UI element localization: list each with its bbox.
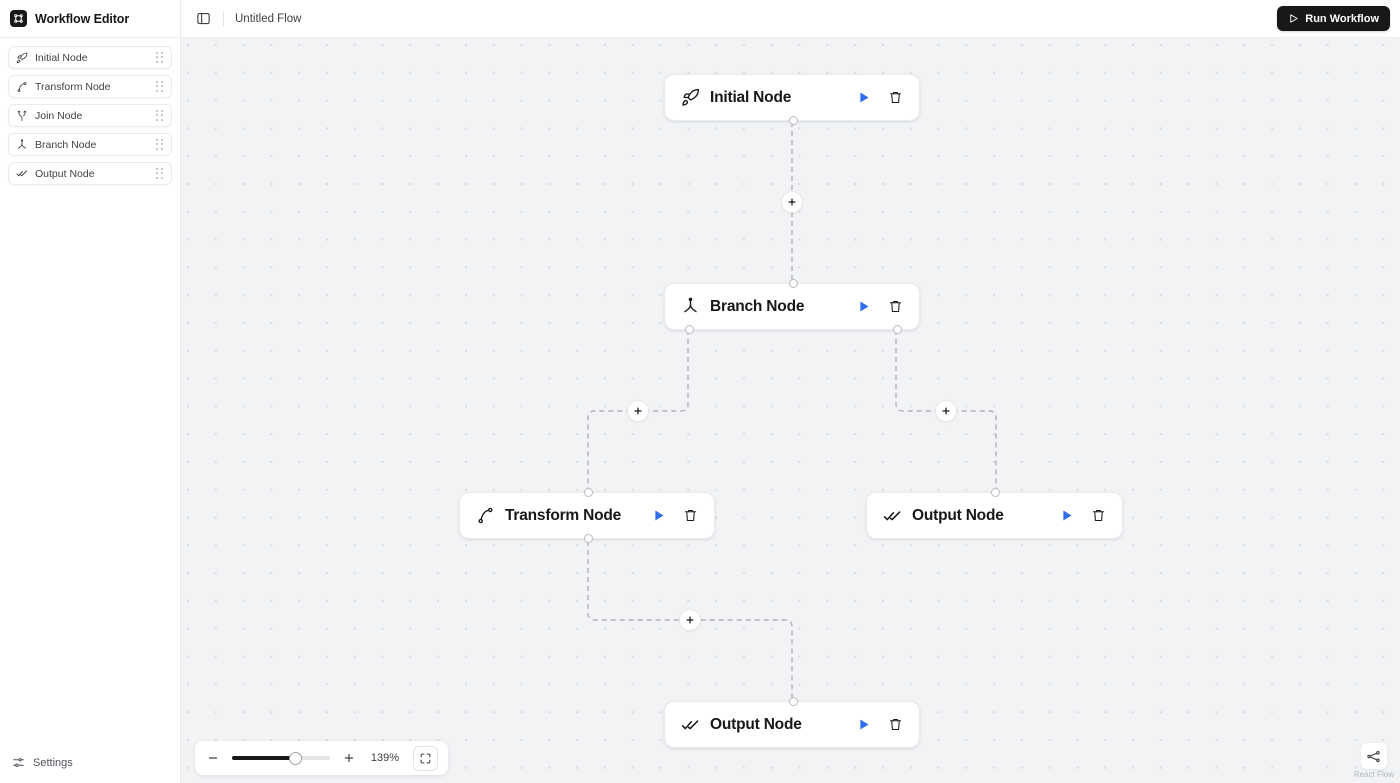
sidebar: Workflow Editor Initial Node (0, 0, 181, 783)
drag-grip-icon[interactable] (155, 52, 164, 63)
node-delete-button[interactable] (886, 715, 905, 734)
palette-item-branch-node[interactable]: Branch Node (8, 133, 172, 156)
settings-label: Settings (33, 756, 73, 769)
zoom-in-button[interactable] (341, 750, 357, 766)
node-delete-button[interactable] (1089, 506, 1108, 525)
node-label: Branch Node (710, 297, 805, 315)
node-handle-bottom[interactable] (583, 534, 593, 543)
palette-item-join-node[interactable]: Join Node (8, 104, 172, 127)
rocket-icon (16, 52, 28, 64)
palette-item-output-node[interactable]: Output Node (8, 162, 172, 185)
react-flow-label: React Flow (1353, 770, 1394, 779)
node-actions (854, 715, 905, 734)
palette-item-transform-node[interactable]: Transform Node (8, 75, 172, 98)
double-check-icon (681, 715, 700, 734)
node-delete-button[interactable] (886, 297, 905, 316)
node-actions (854, 297, 905, 316)
app-title: Workflow Editor (35, 11, 130, 26)
zoom-slider[interactable] (232, 751, 330, 765)
node-output-2[interactable]: Output Node (664, 697, 920, 748)
curve-transform-icon (16, 81, 28, 93)
main-area: Untitled Flow Run Workflow (181, 0, 1400, 783)
double-check-icon (16, 168, 28, 180)
play-outline-icon (1288, 13, 1299, 24)
flow-canvas[interactable]: Initial Node (181, 38, 1400, 783)
add-node-button-initial-branch[interactable] (781, 191, 803, 213)
zoom-slider-knob[interactable] (289, 751, 302, 765)
flow-name[interactable]: Untitled Flow (235, 12, 302, 25)
node-actions (854, 88, 905, 107)
node-handle-bottom-right[interactable] (892, 325, 902, 334)
node-initial[interactable]: Initial Node (664, 74, 920, 125)
palette-item-label: Transform Node (35, 80, 111, 93)
curve-transform-icon (476, 506, 495, 525)
workflow-logo-icon (10, 10, 27, 27)
palette-item-initial-node[interactable]: Initial Node (8, 46, 172, 69)
node-handle-bottom[interactable] (788, 116, 798, 125)
node-run-button[interactable] (649, 506, 668, 525)
branch-split-icon (16, 138, 28, 151)
drag-grip-icon[interactable] (155, 110, 164, 121)
node-run-button[interactable] (854, 88, 873, 107)
node-output-1[interactable]: Output Node (866, 488, 1123, 539)
drag-grip-icon[interactable] (155, 139, 164, 150)
node-handle-bottom-left[interactable] (684, 325, 694, 334)
node-handle-top[interactable] (788, 279, 798, 288)
drag-grip-icon[interactable] (155, 168, 164, 179)
node-branch[interactable]: Branch Node (664, 279, 920, 334)
run-workflow-button[interactable]: Run Workflow (1277, 6, 1390, 31)
palette-item-label: Output Node (35, 167, 95, 180)
branch-split-icon (681, 297, 700, 316)
node-handle-top[interactable] (788, 697, 798, 706)
zoom-slider-fill (232, 756, 295, 760)
join-merge-icon (16, 110, 28, 122)
zoom-out-button[interactable] (205, 750, 221, 766)
sliders-settings-icon (12, 756, 25, 769)
sidebar-item-settings[interactable]: Settings (0, 756, 180, 783)
palette-item-label: Initial Node (35, 51, 88, 64)
node-label: Output Node (912, 506, 1004, 524)
node-delete-button[interactable] (681, 506, 700, 525)
node-actions (649, 506, 700, 525)
palette-item-label: Branch Node (35, 138, 97, 151)
node-transform[interactable]: Transform Node (459, 488, 715, 543)
node-label: Initial Node (710, 88, 792, 106)
node-palette: Initial Node Transform Node (0, 38, 180, 185)
top-bar: Untitled Flow Run Workflow (181, 0, 1400, 38)
edge-layer (587, 122, 997, 701)
node-delete-button[interactable] (886, 88, 905, 107)
drag-grip-icon[interactable] (155, 81, 164, 92)
fit-view-button[interactable] (413, 745, 438, 771)
double-check-icon (883, 506, 902, 525)
node-run-button[interactable] (854, 715, 873, 734)
palette-item-label: Join Node (35, 109, 83, 122)
react-flow-attribution[interactable]: React Flow (1354, 743, 1394, 779)
add-node-button-transform-output[interactable] (679, 609, 701, 631)
sidebar-header: Workflow Editor (0, 0, 180, 38)
add-node-button-branch-output[interactable] (935, 400, 957, 422)
node-run-button[interactable] (854, 297, 873, 316)
react-flow-icon (1360, 743, 1387, 769)
topbar-divider (223, 11, 224, 26)
node-actions (1057, 506, 1108, 525)
node-run-button[interactable] (1057, 506, 1076, 525)
zoom-controls: 139% (195, 741, 448, 775)
zoom-level-label: 139% (370, 752, 400, 764)
run-workflow-label: Run Workflow (1305, 12, 1379, 25)
panel-left-icon[interactable] (193, 9, 213, 29)
rocket-icon (681, 88, 700, 107)
node-handle-top[interactable] (583, 488, 593, 497)
node-handle-top[interactable] (991, 488, 1000, 497)
add-node-button-branch-transform[interactable] (627, 400, 649, 422)
node-label: Transform Node (505, 506, 622, 524)
node-label: Output Node (710, 715, 802, 733)
